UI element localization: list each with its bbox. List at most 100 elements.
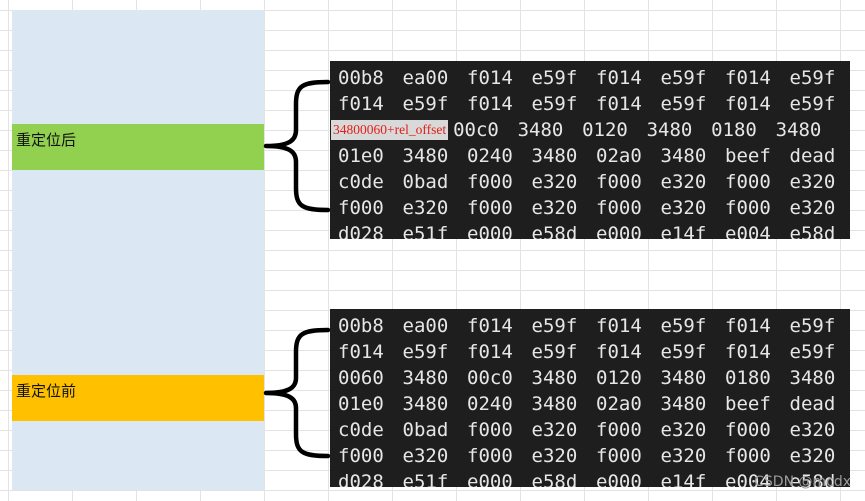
hex-word: f014 — [725, 93, 771, 115]
hex-word: e320 — [660, 171, 707, 193]
hex-word: d028 — [338, 471, 384, 487]
hex-word: e59f — [789, 93, 836, 115]
hex-word: f000 — [725, 197, 771, 219]
hex-word: 3480 — [660, 145, 707, 167]
hex-word: e000 — [467, 471, 513, 487]
hex-word: f014 — [596, 341, 642, 363]
hex-word: e51f — [402, 223, 449, 239]
hex-word: e59f — [789, 341, 836, 363]
hex-word: e59f — [531, 67, 578, 89]
hex-word: e59f — [402, 341, 449, 363]
hex-word: c0de — [338, 171, 384, 193]
hex-word: f000 — [338, 445, 384, 467]
hex-word: dead — [789, 393, 836, 415]
hex-word: e320 — [789, 171, 836, 193]
hex-word: e59f — [660, 93, 707, 115]
hex-word: f000 — [467, 197, 513, 219]
hex-word: f000 — [596, 419, 642, 441]
hex-word: e59f — [660, 315, 707, 337]
hex-word: f014 — [338, 341, 384, 363]
hex-word: f014 — [596, 67, 642, 89]
hex-word: f000 — [467, 445, 513, 467]
hex-word: e58d — [789, 471, 836, 487]
hex-word: e320 — [402, 197, 449, 219]
hex-word: e58d — [789, 223, 836, 239]
hex-word: e58d — [531, 471, 578, 487]
hex-word: 00c0 — [467, 367, 513, 389]
hex-word: f000 — [596, 197, 642, 219]
hex-word: 0bad — [402, 419, 449, 441]
hex-word: e320 — [660, 445, 707, 467]
hex-word: e000 — [596, 223, 642, 239]
hex-word: e14f — [660, 471, 707, 487]
hex-word: 3480 — [402, 393, 449, 415]
hex-word: e320 — [402, 445, 449, 467]
hex-word: dead — [789, 145, 836, 167]
hex-word: c0de — [338, 419, 384, 441]
hex-word: f000 — [725, 171, 771, 193]
hex-word: 02a0 — [596, 393, 642, 415]
hex-word: f014 — [467, 315, 513, 337]
hex-word: f014 — [725, 341, 771, 363]
hex-word: ea00 — [402, 67, 449, 89]
hex-word: 3480 — [402, 367, 449, 389]
hex-word: 0bad — [402, 171, 449, 193]
hex-word: e58d — [531, 223, 578, 239]
hex-word: 3480 — [402, 145, 449, 167]
hex-word: f000 — [725, 445, 771, 467]
hex-word: e59f — [402, 93, 449, 115]
hex-word: f014 — [467, 93, 513, 115]
hex-word: e000 — [467, 223, 513, 239]
hex-word: f014 — [338, 93, 384, 115]
hex-word: e59f — [789, 67, 836, 89]
before-relocation-text: 重定位前 — [16, 382, 77, 400]
hex-word: f014 — [725, 67, 771, 89]
bottom-brace — [263, 327, 331, 459]
hex-word: 0240 — [467, 145, 513, 167]
hex-word: 3480 — [531, 367, 578, 389]
after-relocation-label: 重定位后 — [12, 124, 264, 170]
hex-word: 0180 — [711, 119, 757, 141]
watermark: CSDN @mcdx — [754, 474, 851, 490]
hex-word: f000 — [596, 445, 642, 467]
hex-word: 00b8 — [338, 67, 384, 89]
hex-word: 3480 — [531, 393, 578, 415]
hex-word: d028 — [338, 223, 384, 239]
hex-word: e320 — [531, 445, 578, 467]
hex-word: e320 — [531, 171, 578, 193]
hex-word: e14f — [660, 223, 707, 239]
hex-word: e320 — [531, 419, 578, 441]
hex-word: 0120 — [582, 119, 628, 141]
hex-word: 02a0 — [596, 145, 642, 167]
hex-word: 3480 — [789, 367, 836, 389]
after-relocation-hexdump: 00b8 ea00 f014 e59f f014 e59f f014 e59f f014 e59f… — [330, 61, 850, 239]
hex-word: e59f — [531, 93, 578, 115]
hex-word: 3480 — [646, 119, 693, 141]
rel-offset-annotation: 34800060+rel_offset — [331, 120, 449, 140]
hex-word: 3480 — [775, 119, 822, 141]
hex-word: f000 — [338, 197, 384, 219]
hex-word: 3480 — [660, 367, 707, 389]
hex-word: f014 — [725, 315, 771, 337]
hex-word: e320 — [531, 197, 578, 219]
hex-word: e320 — [660, 419, 707, 441]
hex-word: 0240 — [467, 393, 513, 415]
hex-word: 0180 — [725, 367, 771, 389]
hex-word: e320 — [660, 197, 707, 219]
after-relocation-text: 重定位后 — [16, 131, 77, 149]
hex-word: f000 — [467, 419, 513, 441]
hex-word: e59f — [660, 341, 707, 363]
hex-word: e51f — [402, 471, 449, 487]
hex-word: f000 — [596, 171, 642, 193]
